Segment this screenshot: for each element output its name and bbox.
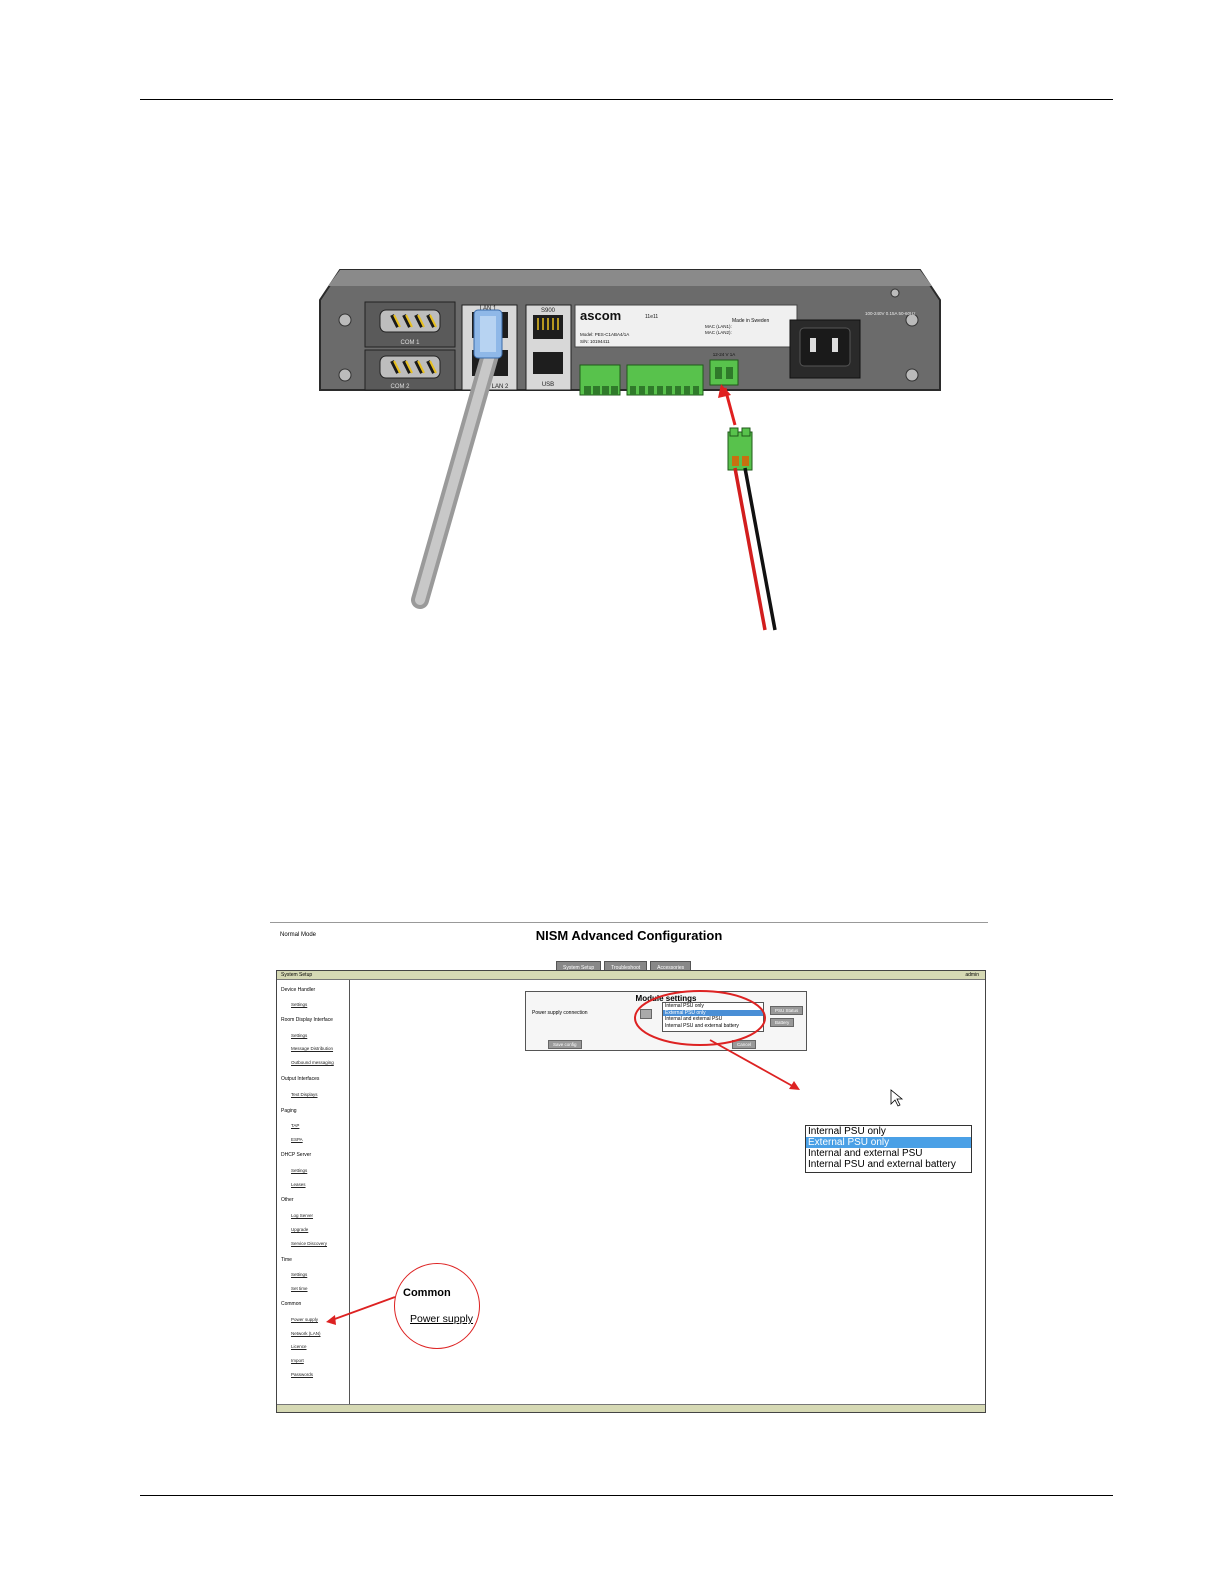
power-socket [709,359,739,386]
zoom-option-internal-external-psu[interactable]: Internal and external PSU [808,1148,923,1159]
nav-head-time: Time [281,1257,292,1263]
device-rear-panel-figure: COM 1 COM 2 LAN 1 LAN 2 S900 USB ascom 1… [319,269,941,631]
nav-link-message-distribution[interactable]: Message Distribution [291,1046,334,1051]
com1-label: COM 1 [400,340,420,346]
mac2-text: MAC (LAN2): [705,330,732,335]
cancel-button[interactable]: Cancel [732,1040,757,1049]
footer-rule [140,1495,1113,1496]
nav-head-output-interfaces: Output Interfaces [281,1076,320,1082]
nav-link-licence[interactable]: Licence [291,1344,307,1349]
nav-head-common: Common [281,1301,302,1307]
mac1-text: MAC (LAN1): [705,324,732,329]
nav-link-text-displays[interactable]: Text Displays [291,1092,318,1097]
mains-rating-label: 100-240V 0.15A 50-60Hz [865,311,916,316]
module-settings-panel: Module settings Power supply connection … [525,991,807,1051]
power-supply-select[interactable] [640,1009,652,1019]
nav-link-room-display-settings[interactable]: Settings [291,1033,308,1038]
ethernet-cable [411,309,503,609]
frame-bottombar [277,1404,985,1412]
nav-link-time-settings[interactable]: Settings [291,1272,308,1277]
header-rule [140,99,1113,100]
nav-link-import[interactable]: Import [291,1358,304,1363]
nism-config-screenshot: Normal Mode NISM Advanced Configuration … [270,922,988,1417]
screw-icon [905,368,919,382]
nav-head-dhcp-server: DHCP Server [281,1152,312,1158]
nav-link-network-lan[interactable]: Network (LAN) [291,1331,321,1336]
black-wire [743,467,777,631]
frame-titlebar: System Setup admin [277,971,985,980]
zoom-option-internal-psu[interactable]: Internal PSU only [808,1126,886,1137]
power-plug [727,427,753,471]
model-text: Model: PES-C1ABA4/1A [580,332,629,337]
save-config-button[interactable]: Save config [548,1040,582,1049]
brand-logo: ascom [580,308,621,323]
usb-label: USB [542,382,554,388]
nav-link-service-discovery[interactable]: Service Discovery [291,1241,328,1246]
app-title: NISM Advanced Configuration [535,928,723,943]
callout-power-supply-link: Power supply [410,1313,474,1325]
nav-link-dhcp-settings[interactable]: Settings [291,1168,308,1173]
nav-head-paging: Paging [281,1108,297,1114]
zoom-option-internal-psu-battery[interactable]: Internal PSU and external battery [808,1159,956,1170]
nav-link-espa[interactable]: ESPA [291,1137,303,1142]
nav-link-set-time[interactable]: Set time [291,1286,308,1291]
psu-status-button[interactable]: PSU Status [770,1006,804,1015]
lan1-label: LAN 1 [480,306,497,312]
nav-link-upgrade[interactable]: Upgrade [291,1227,309,1232]
terminal-block-middle [626,364,704,396]
mode-label: Normal Mode [280,932,317,938]
com2-label: COM 2 [390,384,410,390]
power-supply-options-list[interactable]: Internal PSU only External PSU only Inte… [662,1002,764,1032]
red-wire [733,467,767,631]
screw-icon [338,313,352,327]
nav-head-room-display: Room Display Interface [281,1017,333,1023]
nav-head-other: Other [281,1197,294,1203]
zoomed-options-list: Internal PSU only External PSU only Inte… [805,1125,972,1173]
screw-icon [905,313,919,327]
battery-button[interactable]: Battery [770,1018,795,1027]
titlebar-section: System Setup [281,972,313,978]
zoom-option-external-psu[interactable]: External PSU only [806,1137,971,1148]
lan2-label: LAN 2 [492,384,509,390]
nav-link-outbound-messaging[interactable]: Outbound messaging [291,1060,334,1065]
product-label [574,304,798,348]
titlebar-user: admin [965,972,979,978]
nav-link-leases[interactable]: Leases [291,1182,306,1187]
nav-link-device-handler-settings[interactable]: Settings [291,1002,308,1007]
nav-link-power-supply[interactable]: Power supply [291,1317,319,1322]
nav-head-device-handler: Device Handler [281,987,316,993]
s900-label: S900 [541,308,556,314]
model-code: 11e11 [645,314,658,320]
nav-link-tap[interactable]: TAP [291,1123,300,1128]
nav-link-passwords[interactable]: Passwords [291,1372,314,1377]
insert-arrow [718,384,737,426]
power-supply-connection-label: Power supply connection [532,1010,588,1016]
option-internal-psu-battery[interactable]: Internal PSU and external battery [665,1022,739,1029]
nav-link-log-server[interactable]: Log Server [291,1213,314,1218]
made-in-text: Made in Sweden [732,318,769,324]
common-callout: Common Power supply [394,1263,480,1349]
nav-pane: Device Handler Settings Room Display Int… [277,980,350,1404]
terminal-block-left [579,364,621,396]
config-frame: System Setup admin Device Handler Settin… [276,970,986,1413]
screw-icon [338,368,352,382]
serial-text: S/N: 10194411 [580,339,610,344]
callout-common-heading: Common [403,1287,451,1299]
power-voltage-label: 12-24 V 1A [713,352,736,357]
